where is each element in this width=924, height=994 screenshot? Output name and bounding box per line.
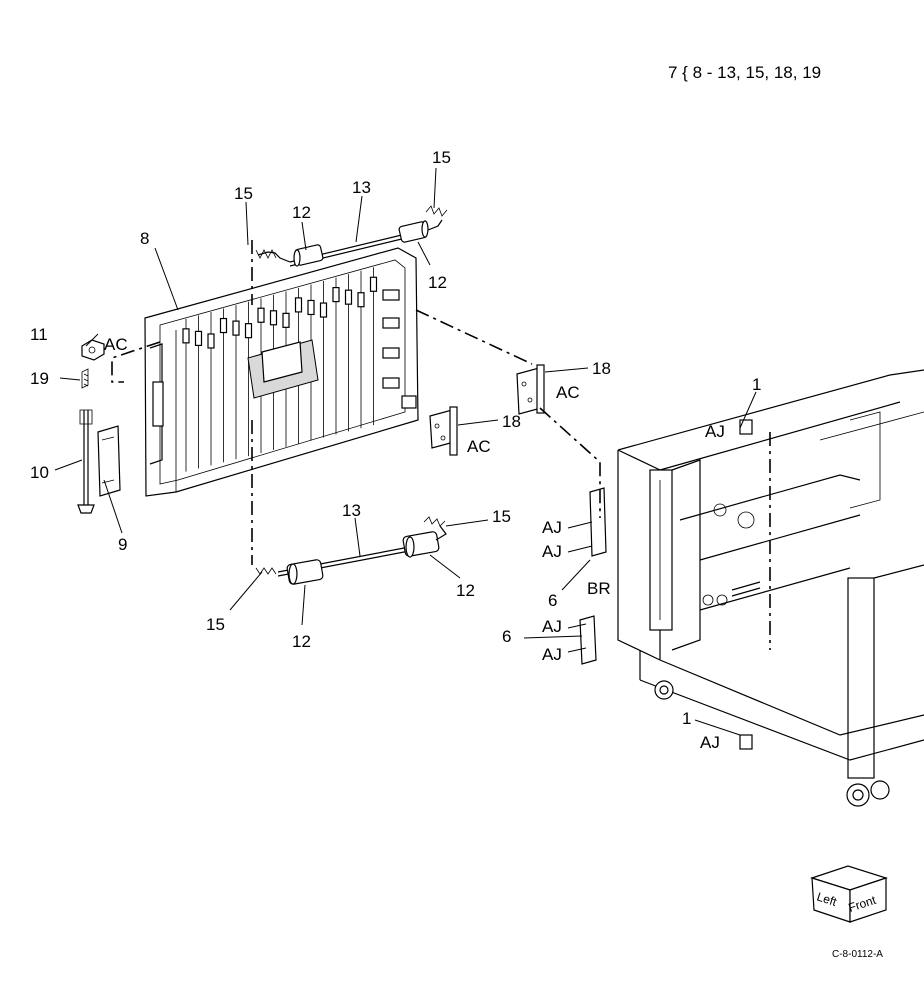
callout-12: 12 — [292, 632, 311, 651]
figure-code: C-8-0112-A — [832, 949, 883, 960]
callout-10: 10 — [30, 463, 49, 482]
callout-8: 8 — [140, 229, 149, 248]
callout-6: 6 — [502, 627, 511, 646]
callout-12: 12 — [292, 203, 311, 222]
orientation-cube: Left Front — [810, 865, 888, 923]
frame-assembly — [579, 369, 924, 807]
callout-9: 9 — [118, 535, 127, 554]
callout-br: BR — [587, 579, 611, 598]
callout-18: 18 — [592, 359, 611, 378]
dashed-connection-lines — [111, 240, 771, 650]
callout-15: 15 — [234, 184, 253, 203]
callout-aj: AJ — [542, 518, 562, 537]
callout-ac: AC — [104, 335, 128, 354]
callout-15: 15 — [492, 507, 511, 526]
hinge-brackets — [429, 364, 545, 456]
callout-15: 15 — [432, 148, 451, 167]
panel-assembly — [144, 247, 419, 497]
callout-15: 15 — [206, 615, 225, 634]
callout-aj: AJ — [705, 422, 725, 441]
callout-1: 1 — [682, 709, 691, 728]
callout-18: 18 — [502, 412, 521, 431]
cube-left-label: Left — [815, 890, 839, 910]
callout-19: 19 — [30, 369, 49, 388]
callout-11: 11 — [30, 325, 48, 344]
callout-aj: AJ — [542, 542, 562, 561]
header-reference: 7 { 8 - 13, 15, 18, 19 — [668, 63, 821, 82]
callout-aj: AJ — [542, 645, 562, 664]
callout-aj: AJ — [542, 617, 562, 636]
leader-lines — [54, 167, 757, 736]
left-small-parts — [77, 339, 121, 514]
callout-aj: AJ — [700, 733, 720, 752]
callout-6: 6 — [548, 591, 557, 610]
callout-12: 12 — [456, 581, 475, 600]
callout-12: 12 — [428, 273, 447, 292]
lower-roller-assembly — [255, 516, 447, 585]
callout-ac: AC — [467, 437, 491, 456]
callout-labels: 15 13 15 12 12 8 11 AC 19 10 9 18 AC 18 … — [30, 148, 761, 752]
callout-13: 13 — [352, 178, 371, 197]
upper-roller-assembly — [255, 205, 448, 267]
callout-ac: AC — [556, 383, 580, 402]
callout-13: 13 — [342, 501, 361, 520]
callout-1: 1 — [752, 375, 761, 394]
